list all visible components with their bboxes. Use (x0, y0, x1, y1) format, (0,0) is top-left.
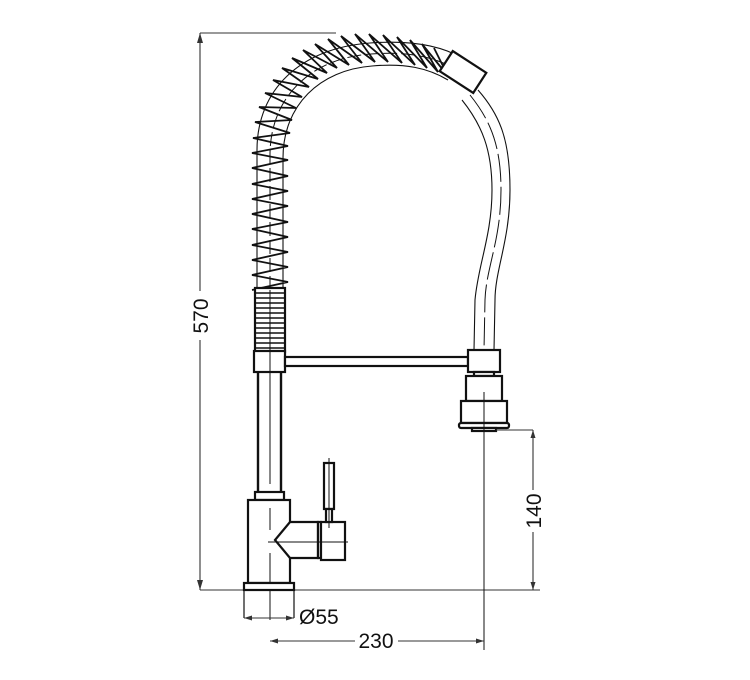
dimension-label-140: 140 (523, 493, 546, 528)
spray-holder-bar (283, 355, 470, 368)
mixer-lever-handle (322, 458, 336, 528)
faucet-column (253, 290, 286, 502)
faucet-base (242, 581, 296, 618)
spring-hose-arch (251, 33, 463, 291)
dimension-label-570: 570 (190, 298, 213, 333)
dimension-base-diameter: Ø55 (244, 606, 339, 629)
flex-hose-right (461, 89, 511, 351)
hose-collar-top (438, 49, 488, 95)
spray-head (457, 348, 511, 650)
dimension-label-230: 230 (358, 630, 393, 653)
dimension-overall-height: 570 (190, 32, 336, 590)
dimension-reach: 230 (270, 630, 484, 653)
dimension-label-diameter-55: Ø55 (299, 606, 339, 629)
dimension-spout-height: 140 (496, 429, 546, 590)
